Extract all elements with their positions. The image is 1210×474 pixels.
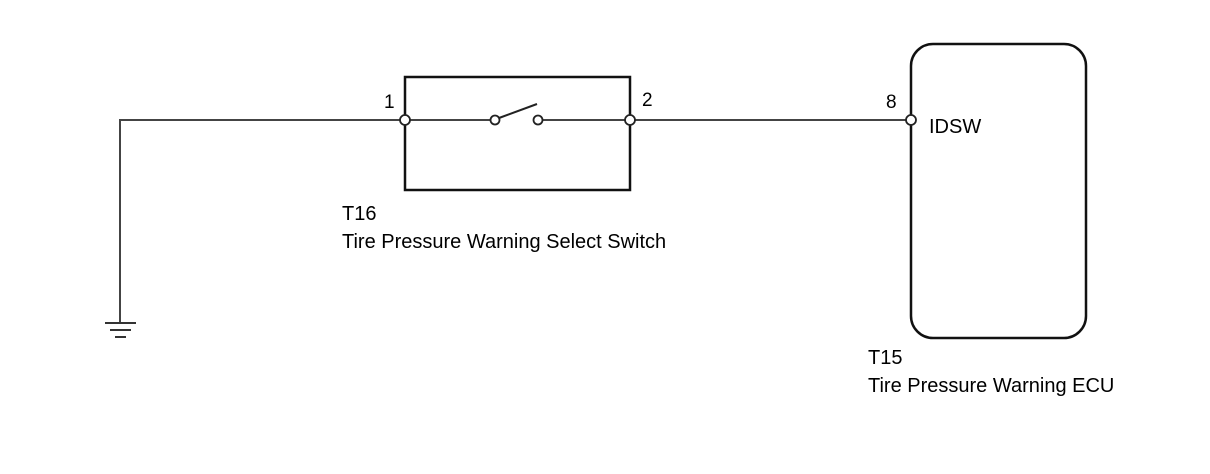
switch-pin-2-label: 2	[642, 90, 653, 111]
ecu-box	[909, 42, 1088, 340]
ground-icon	[105, 322, 136, 338]
switch-code: T16	[342, 203, 376, 225]
select-switch-box	[403, 75, 632, 192]
ecu-code: T15	[868, 347, 902, 369]
ecu-name: Tire Pressure Warning ECU	[868, 375, 1114, 397]
ecu-pin-8-terminal	[905, 114, 917, 126]
ecu-terminal-label: IDSW	[929, 116, 981, 138]
switch-pin-2-terminal	[624, 114, 636, 126]
switch-pin-1-terminal	[399, 114, 411, 126]
switch-pin-1-label: 1	[384, 92, 395, 113]
ecu-pin-8-label: 8	[886, 92, 897, 113]
switch-contact-icon	[489, 103, 544, 126]
ground-wire	[119, 119, 405, 322]
switch-name: Tire Pressure Warning Select Switch	[342, 231, 666, 253]
